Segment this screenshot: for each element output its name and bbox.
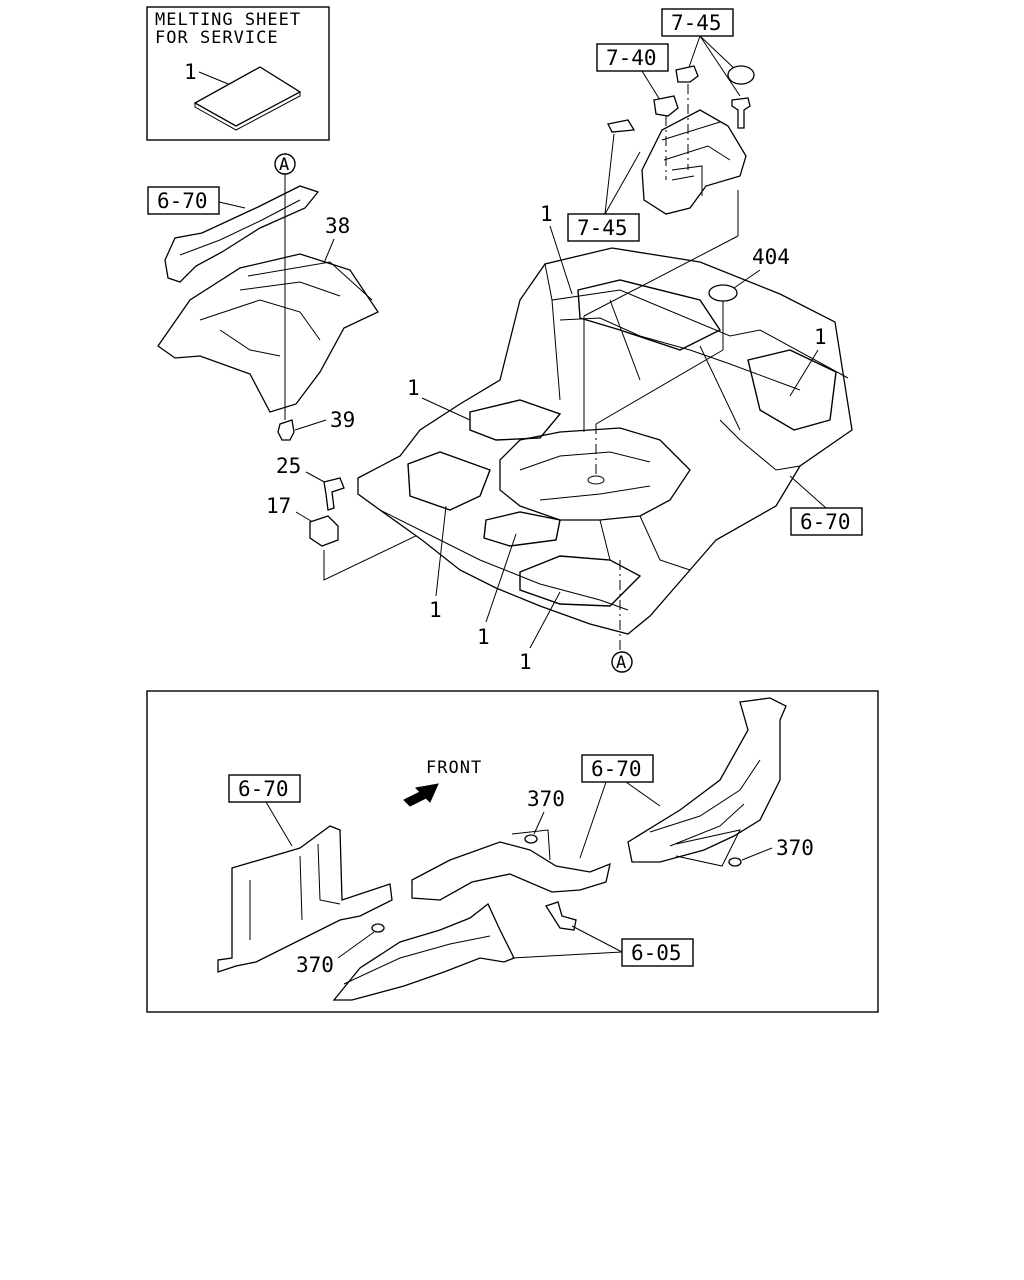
upper-right-parts: 7-45 7-40 7-45 bbox=[567, 8, 755, 242]
callout-17: 17 bbox=[266, 494, 291, 518]
left-dash-assembly: 6-70 38 A 39 bbox=[147, 153, 379, 441]
callout-39: 39 bbox=[330, 408, 355, 432]
ref-6-05: 6-05 bbox=[631, 941, 682, 965]
service-box-part-number: 1 bbox=[184, 60, 197, 84]
callout-370-left: 370 bbox=[296, 953, 334, 977]
bracket-assembly: 25 17 bbox=[266, 454, 451, 581]
cap-7-45 bbox=[727, 65, 755, 85]
marker-a-top-label: A bbox=[279, 155, 290, 175]
callout-38: 38 bbox=[325, 214, 350, 238]
ref-6-70-left: 6-70 bbox=[157, 189, 208, 213]
service-box-title-1: MELTING SHEET bbox=[155, 10, 301, 30]
callout-1-e: 1 bbox=[477, 625, 490, 649]
service-box-title-2: FOR SERVICE bbox=[155, 28, 279, 48]
marker-a-bottom bbox=[611, 651, 633, 673]
callout-1-c: 1 bbox=[407, 376, 420, 400]
plug-404 bbox=[708, 284, 738, 302]
callout-1-d: 1 bbox=[429, 598, 442, 622]
callout-370-right: 370 bbox=[776, 836, 814, 860]
left-side-panel bbox=[217, 825, 393, 973]
callout-370-mid: 370 bbox=[527, 787, 565, 811]
plug-370-mid bbox=[524, 834, 538, 844]
clip-39 bbox=[277, 419, 295, 441]
crossmember-bracket bbox=[164, 185, 320, 283]
marker-a-bottom-label: A bbox=[616, 653, 627, 673]
plug-370-left bbox=[371, 923, 385, 933]
center-tunnel bbox=[499, 427, 691, 521]
bolt-25 bbox=[323, 477, 345, 511]
dash-insulator-38 bbox=[157, 253, 379, 413]
callout-25: 25 bbox=[276, 454, 301, 478]
ref-7-45-mid: 7-45 bbox=[577, 216, 628, 240]
ref-7-45-top: 7-45 bbox=[671, 11, 722, 35]
front-label: FRONT bbox=[426, 758, 482, 778]
melting-sheet-box: MELTING SHEET FOR SERVICE 1 bbox=[146, 6, 330, 141]
ref-7-40: 7-40 bbox=[606, 46, 657, 70]
bolt-6-05 bbox=[545, 901, 577, 931]
bracket-17 bbox=[309, 515, 339, 547]
clip-7-45-a bbox=[675, 65, 699, 83]
ref-6-70-inset-mid: 6-70 bbox=[591, 757, 642, 781]
clip-7-40 bbox=[653, 95, 679, 117]
callout-404: 404 bbox=[752, 245, 790, 269]
front-arrow-icon bbox=[403, 783, 439, 807]
ref-6-70-right: 6-70 bbox=[800, 510, 851, 534]
lower-rail bbox=[332, 902, 515, 1001]
callout-1-a: 1 bbox=[540, 202, 553, 226]
clip-7-45-b bbox=[607, 119, 636, 133]
console-box bbox=[641, 109, 747, 215]
right-side-rail bbox=[627, 697, 787, 863]
floor-pan-assembly: 404 1 1 1 1 1 1 6-70 A bbox=[357, 190, 863, 674]
inset-panel: FRONT 6-70 370 6-70 370 6-05 370 bbox=[146, 690, 879, 1013]
ref-6-70-inset-left: 6-70 bbox=[238, 777, 289, 801]
plug-370-right bbox=[728, 857, 742, 867]
center-rail bbox=[411, 841, 611, 901]
callout-1-b: 1 bbox=[814, 325, 827, 349]
callout-1-f: 1 bbox=[519, 650, 532, 674]
screw-7-45 bbox=[731, 97, 751, 129]
